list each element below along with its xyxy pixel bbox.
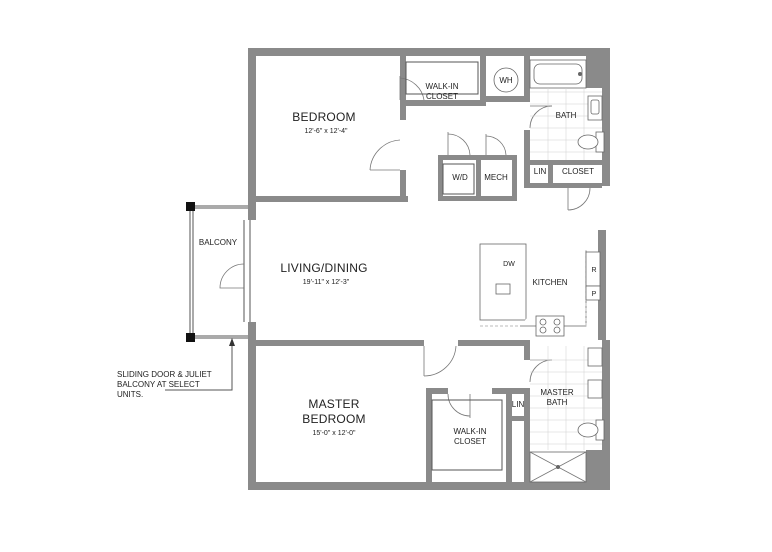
kitchen-label: KITCHEN [532,278,567,287]
balcony-post-top [186,202,195,211]
walk-in-closet-bottom-line2: CLOSET [454,437,486,446]
kitchen-fixtures [479,243,601,337]
balcony [186,202,251,342]
bedroom-label: BEDROOM [292,110,355,124]
wd-label: W/D [452,173,468,182]
balcony-label: BALCONY [199,238,238,247]
note-line1: SLIDING DOOR & JULIET [117,370,212,379]
master-bath-label-line2: BATH [547,398,568,407]
closet-label: CLOSET [562,167,594,176]
walk-in-closet-bottom-line1: WALK-IN [453,427,486,436]
wh-label: WH [499,76,513,85]
pantry-label: P [592,291,597,298]
walk-in-closet-top-line1: WALK-IN [425,82,458,91]
living-dining-label: LIVING/DINING [280,261,367,275]
master-bath-fixtures [529,346,605,483]
closet-lines [405,61,503,471]
lin-bottom-label: LIN [512,400,525,409]
master-bedroom-dims: 15'-0" x 12'-0" [312,430,356,437]
lin-top-label: LIN [534,167,547,176]
bath-label: BATH [556,111,577,120]
fridge-label: R [591,267,596,274]
labels: BEDROOM 12'-6" x 12'-4" WALK-IN CLOSET W… [117,76,597,446]
living-dining-dims: 19'-11" x 12'-3" [303,279,350,286]
door-swings [369,76,591,418]
master-bedroom-label-line1: MASTER [308,397,359,411]
master-bath-label-line1: MASTER [540,388,574,397]
note-line3: UNITS. [117,390,143,399]
balcony-post-bottom [186,333,195,342]
dishwasher-label: DW [503,261,515,268]
walk-in-closet-top-line2: CLOSET [426,92,458,101]
bedroom-dims: 12'-6" x 12'-4" [304,128,348,135]
interior-walls [256,56,610,484]
bath-fixtures [493,59,605,160]
exterior-walls [248,48,610,490]
master-bedroom-label-line2: BEDROOM [302,412,365,426]
mech-label: MECH [484,173,508,182]
note-leader [165,338,235,391]
note-line2: BALCONY AT SELECT [117,380,200,389]
